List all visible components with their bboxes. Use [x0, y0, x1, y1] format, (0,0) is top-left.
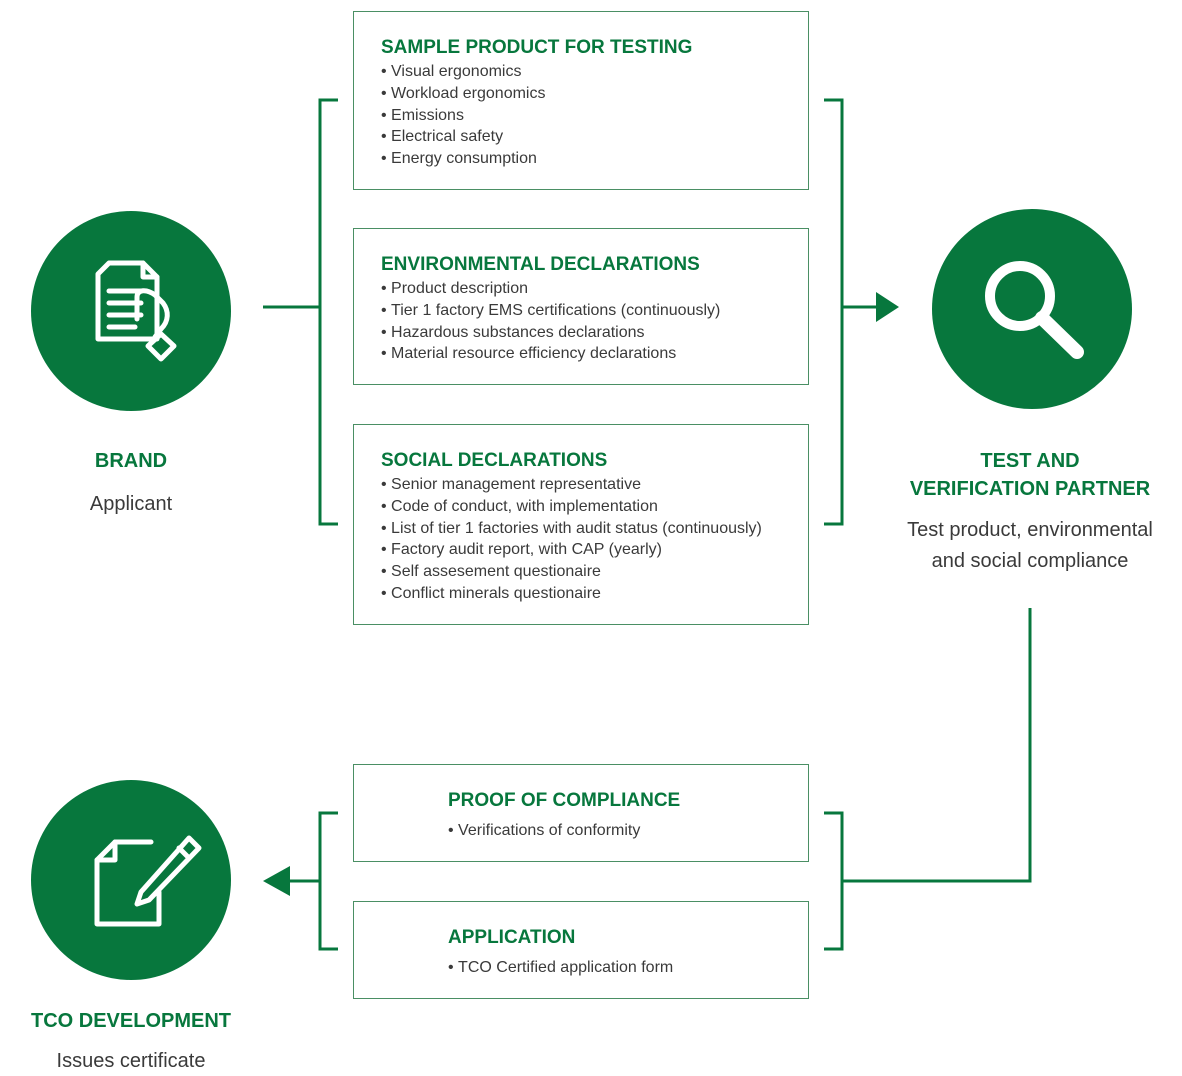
list-item: Factory audit report, with CAP (yearly): [381, 539, 762, 561]
tco-subtitle: Issues certificate: [56, 1050, 206, 1072]
brand-circle: [31, 211, 231, 411]
list-item: Energy consumption: [381, 148, 545, 170]
partner-subtitle-line2: and social compliance: [931, 550, 1129, 572]
partner-circle: [932, 209, 1132, 409]
list-item: Visual ergonomics: [381, 61, 545, 83]
list-item: TCO Certified application form: [448, 957, 673, 979]
partner-subtitle-line1: Test product, environmental: [907, 519, 1153, 541]
social-declarations-box: SOCIAL DECLARATIONS Senior management re…: [353, 424, 809, 625]
list-item: Product description: [381, 278, 720, 300]
list-item: Tier 1 factory EMS certifications (conti…: [381, 300, 720, 322]
application-box: APPLICATION TCO Certified application fo…: [353, 901, 809, 999]
box-item-list: Verifications of conformity: [448, 820, 640, 842]
list-item: Emissions: [381, 105, 545, 127]
arrow-left-icon: [263, 866, 290, 896]
box-item-list: TCO Certified application form: [448, 957, 673, 979]
list-item: Hazardous substances declarations: [381, 322, 720, 344]
document-hand-icon: [95, 260, 177, 362]
sample-product-box: SAMPLE PRODUCT FOR TESTING Visual ergono…: [353, 11, 809, 190]
brand-title: BRAND: [94, 450, 168, 472]
environmental-declarations-box: ENVIRONMENTAL DECLARATIONS Product descr…: [353, 228, 809, 385]
arrow-right-icon: [876, 292, 899, 322]
partner-title-line2: VERIFICATION PARTNER: [909, 478, 1151, 500]
list-item: Code of conduct, with implementation: [381, 496, 762, 518]
box-title: ENVIRONMENTAL DECLARATIONS: [381, 254, 700, 275]
proof-of-compliance-box: PROOF OF COMPLIANCE Verifications of con…: [353, 764, 809, 862]
magnifier-icon: [985, 261, 1084, 359]
box-title: PROOF OF COMPLIANCE: [448, 790, 681, 811]
tco-title: TCO DEVELOPMENT: [30, 1010, 231, 1032]
document-pen-icon: [94, 835, 202, 927]
list-item: Material resource efficiency declaration…: [381, 343, 720, 365]
box-title: APPLICATION: [448, 927, 576, 948]
list-item: Senior management representative: [381, 474, 762, 496]
box-title: SOCIAL DECLARATIONS: [381, 450, 608, 471]
tco-circle: [31, 780, 231, 980]
list-item: List of tier 1 factories with audit stat…: [381, 518, 762, 540]
partner-title-line1: TEST AND: [980, 450, 1080, 472]
brand-subtitle: Applicant: [89, 493, 173, 515]
list-item: Verifications of conformity: [448, 820, 640, 842]
box-item-list: Visual ergonomics Workload ergonomics Em…: [381, 61, 545, 170]
list-item: Electrical safety: [381, 126, 545, 148]
list-item: Self assesement questionaire: [381, 561, 762, 583]
list-item: Conflict minerals questionaire: [381, 583, 762, 605]
box-item-list: Product description Tier 1 factory EMS c…: [381, 278, 720, 365]
box-item-list: Senior management representative Code of…: [381, 474, 762, 605]
box-title: SAMPLE PRODUCT FOR TESTING: [381, 37, 693, 58]
list-item: Workload ergonomics: [381, 83, 545, 105]
